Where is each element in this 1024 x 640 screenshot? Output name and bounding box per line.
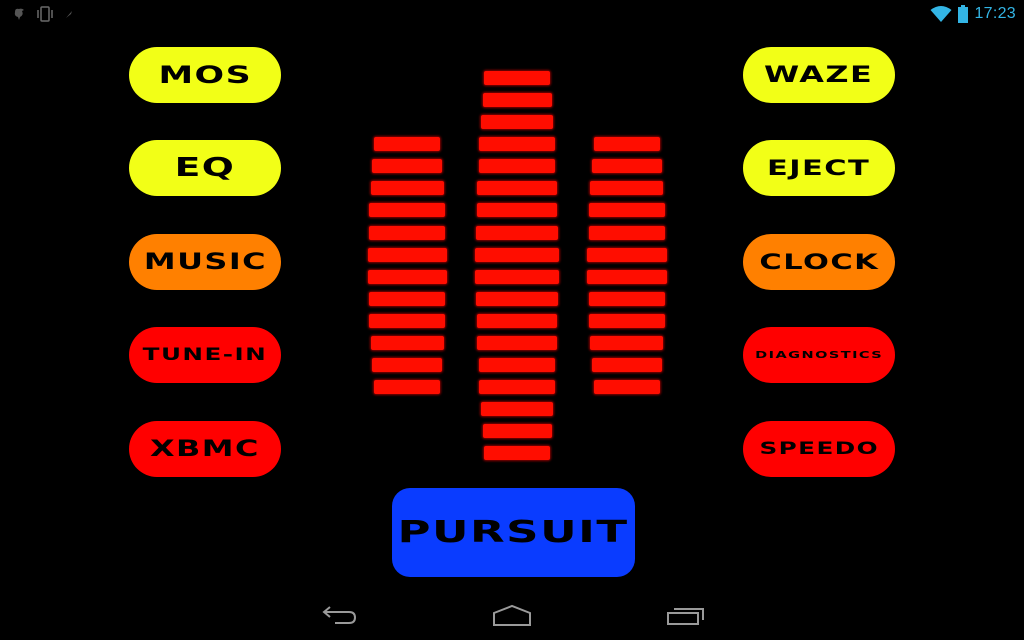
- eq-bar: [589, 314, 665, 328]
- eq-bar: [592, 358, 662, 372]
- eq-bar: [372, 358, 442, 372]
- clock-button-label: CLOCK: [759, 250, 879, 274]
- eq-bar: [594, 380, 660, 394]
- waze-button-label: WAZE: [764, 62, 874, 88]
- eq-bar: [589, 226, 665, 240]
- eq-bar: [479, 358, 555, 372]
- eq-bar: [477, 181, 557, 195]
- back-icon: [322, 606, 357, 624]
- eq-bar: [368, 270, 447, 284]
- eq-bar: [477, 314, 557, 328]
- eq-bar: [369, 226, 445, 240]
- eq-bar: [477, 336, 557, 350]
- music-button-label: MUSIC: [143, 249, 267, 275]
- music-button[interactable]: MUSIC: [129, 234, 281, 290]
- eq-bar: [589, 292, 665, 306]
- eq-bar: [479, 137, 555, 151]
- eq-bar: [590, 336, 663, 350]
- back-button[interactable]: [318, 600, 362, 630]
- eq-bar: [368, 248, 447, 262]
- eq-bar: [481, 402, 553, 416]
- eq-bar: [476, 226, 558, 240]
- eq-bar: [592, 159, 662, 173]
- eq-bar: [483, 93, 552, 107]
- status-bar: 17:23: [0, 0, 1024, 28]
- eq-bar: [587, 248, 667, 262]
- eq-bar: [479, 159, 555, 173]
- eq-button-label: EQ: [174, 153, 236, 183]
- signal-slash-icon: [66, 11, 72, 18]
- xbmc-button[interactable]: XBMC: [129, 421, 281, 477]
- eq-bar: [484, 71, 550, 85]
- speedo-button[interactable]: SPEEDO: [743, 421, 895, 477]
- pursuit-button[interactable]: PURSUIT: [392, 488, 635, 577]
- eq-bar: [589, 203, 665, 217]
- eq-bar: [477, 203, 557, 217]
- tune-in-button-label: TUNE-IN: [142, 345, 268, 365]
- eq-bar: [369, 292, 445, 306]
- speedo-button-label: SPEEDO: [759, 439, 879, 459]
- eq-bar: [476, 292, 558, 306]
- recent-apps-icon: [667, 608, 704, 625]
- diagnostics-button[interactable]: DIAGNOSTICS: [743, 327, 895, 383]
- eq-bar: [475, 248, 559, 262]
- eject-button-label: EJECT: [767, 156, 871, 180]
- eq-bar: [483, 424, 552, 438]
- eq-bar: [372, 159, 442, 173]
- xbmc-button-label: XBMC: [150, 436, 260, 462]
- eq-button[interactable]: EQ: [129, 140, 281, 196]
- eject-button[interactable]: EJECT: [743, 140, 895, 196]
- pursuit-button-label: PURSUIT: [397, 515, 630, 550]
- home-button[interactable]: [490, 600, 534, 630]
- eq-bar: [479, 380, 555, 394]
- tune-in-button[interactable]: TUNE-IN: [129, 327, 281, 383]
- status-right-icons: 17:23: [930, 3, 1016, 25]
- eq-bar: [371, 181, 444, 195]
- eq-bar: [371, 336, 444, 350]
- eq-bar: [587, 270, 667, 284]
- notification-bird-icon: [14, 8, 24, 20]
- home-icon: [493, 604, 531, 626]
- status-left-icons: [12, 5, 74, 23]
- recent-apps-button[interactable]: [664, 600, 708, 630]
- eq-bar: [481, 115, 553, 129]
- mos-button-label: MOS: [158, 61, 252, 89]
- wifi-icon: [930, 6, 952, 22]
- eq-bar: [374, 380, 440, 394]
- clock-button[interactable]: CLOCK: [743, 234, 895, 290]
- mos-button[interactable]: MOS: [129, 47, 281, 103]
- clock-time: 17:23: [974, 5, 1016, 22]
- eq-bar: [484, 446, 550, 460]
- diagnostics-button-label: DIAGNOSTICS: [754, 349, 884, 361]
- vibrate-icon: [37, 6, 53, 22]
- eq-bar: [369, 203, 445, 217]
- eq-bar: [590, 181, 663, 195]
- eq-bar: [374, 137, 440, 151]
- eq-bar: [369, 314, 445, 328]
- eq-bar: [475, 270, 559, 284]
- waze-button[interactable]: WAZE: [743, 47, 895, 103]
- eq-bar: [594, 137, 660, 151]
- battery-icon: [958, 5, 969, 23]
